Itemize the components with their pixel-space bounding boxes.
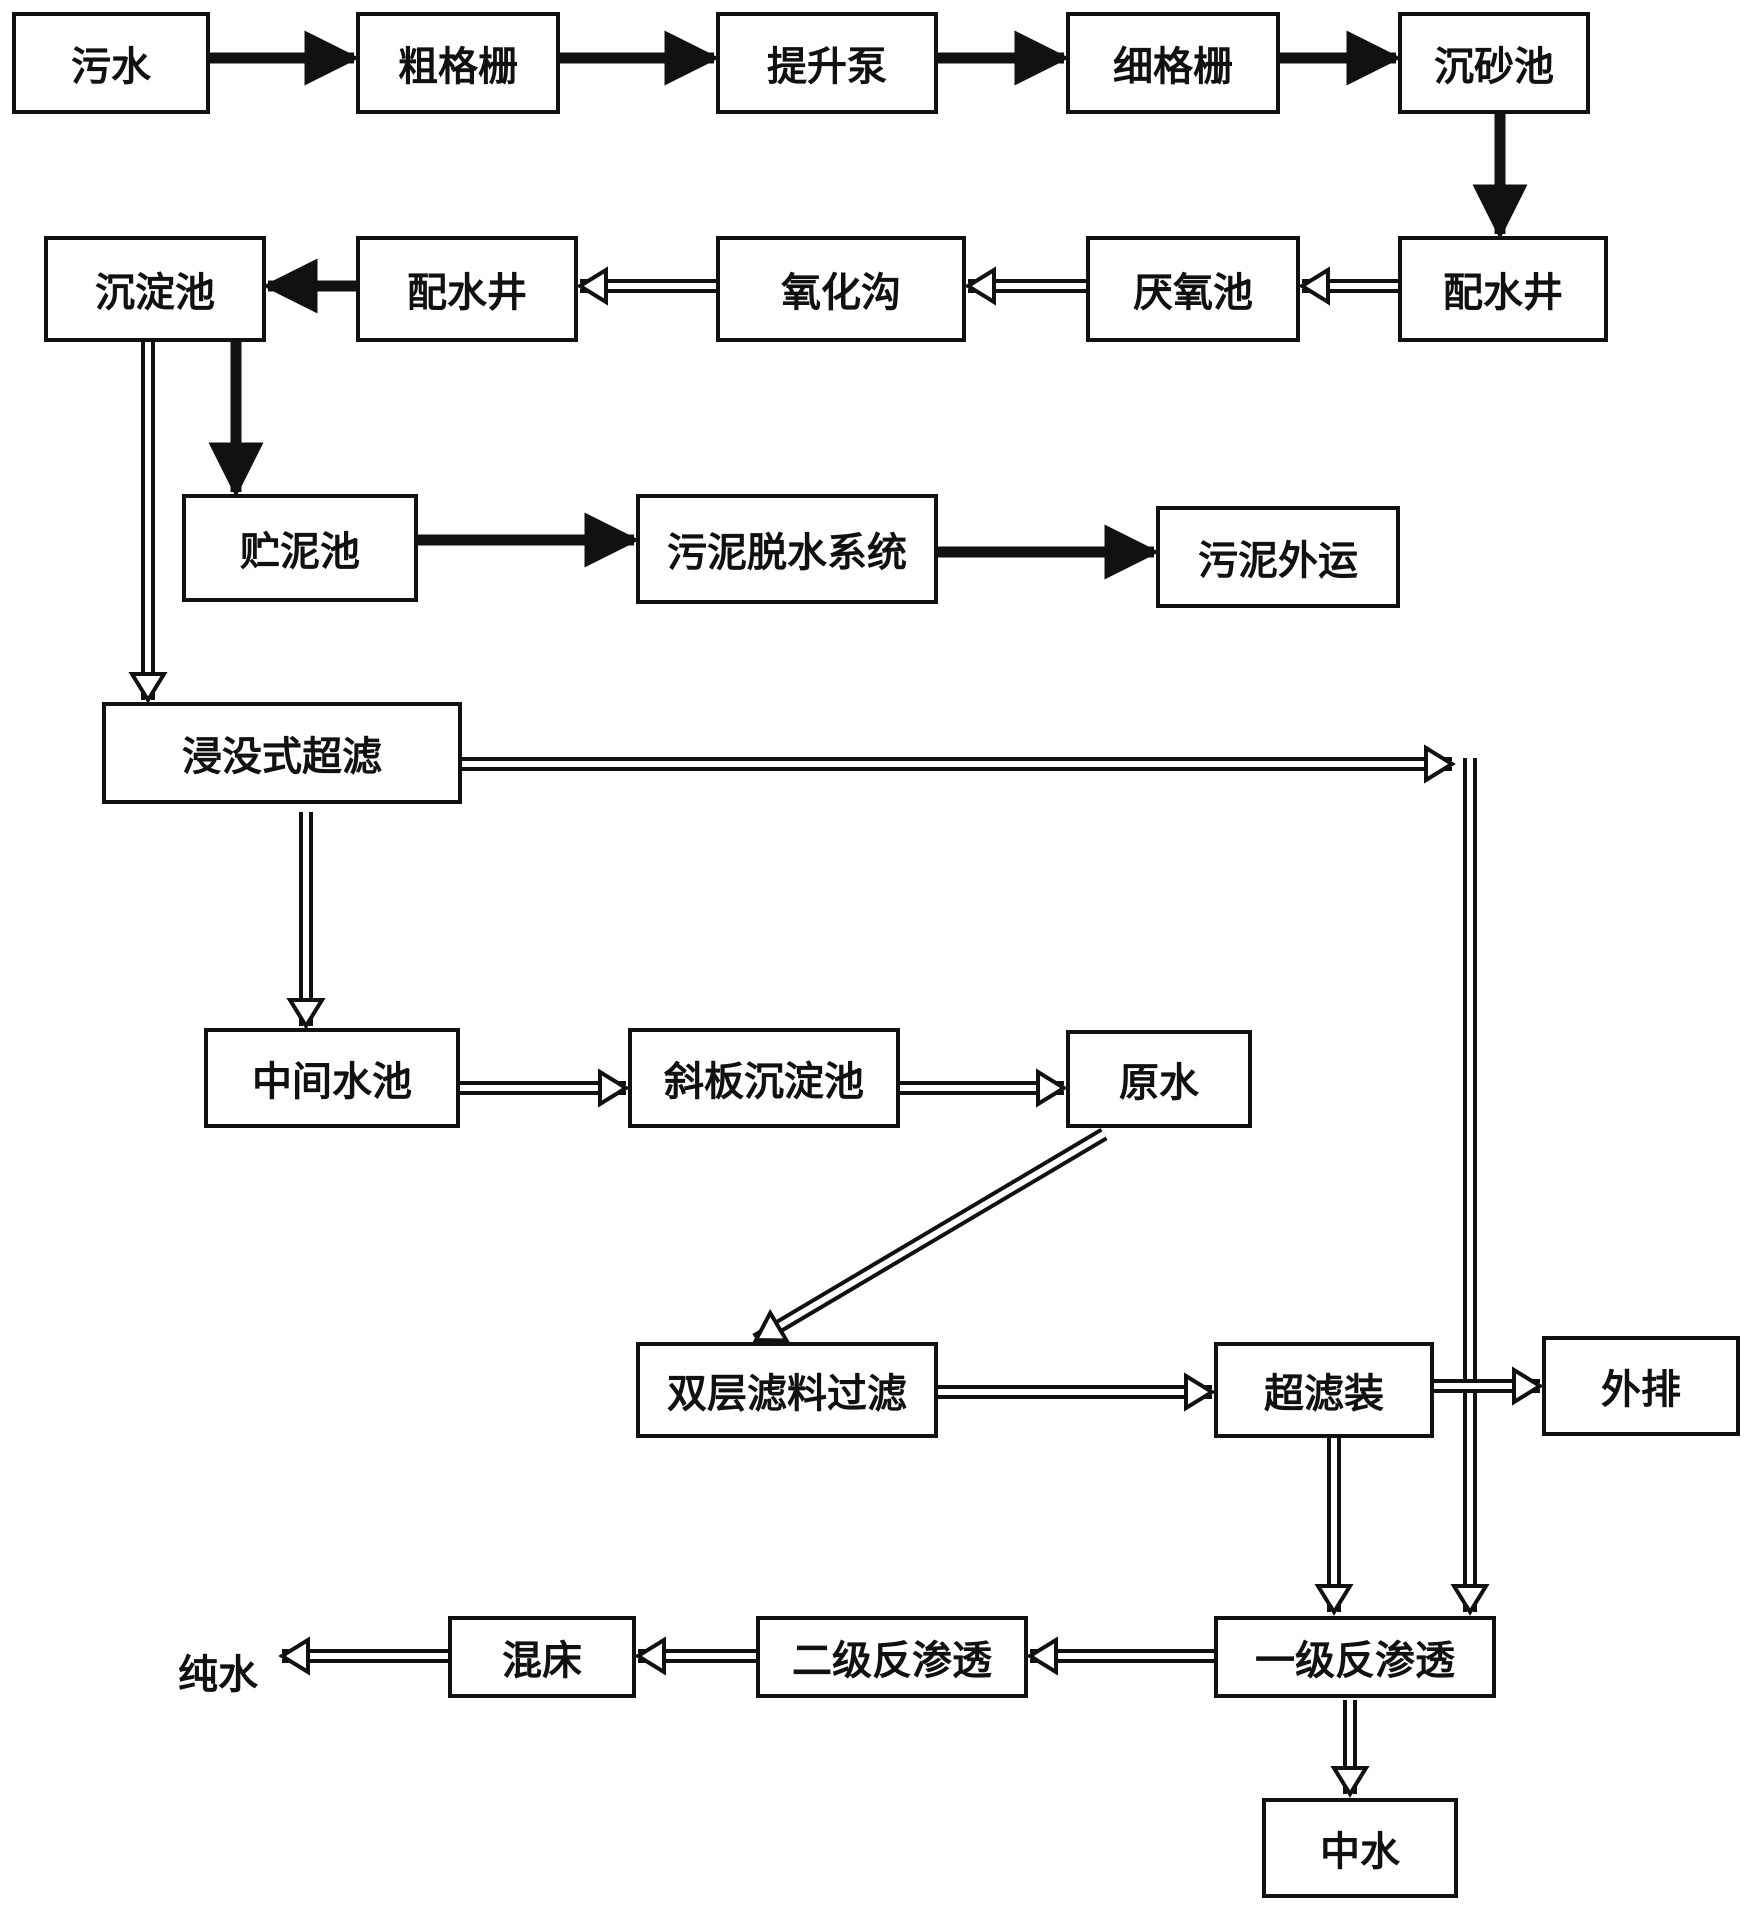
link-yiji-zhongshui: [1330, 1700, 1370, 1798]
node-erji-fanshentou: 二级反渗透: [756, 1616, 1028, 1698]
node-zhongshui: 中水: [1262, 1798, 1458, 1898]
link-chaolv-yiji: [1314, 1438, 1354, 1616]
node-wushui: 污水: [12, 12, 210, 114]
link-yanyang-yanghua: [964, 266, 1086, 306]
node-zhongjian-shuichi: 中间水池: [204, 1028, 460, 1128]
node-chaolv-zhuang: 超滤装: [1214, 1342, 1434, 1438]
link-chendian-jinmo: [128, 342, 168, 704]
node-wuni-tuoshui: 污泥脱水系统: [636, 494, 938, 604]
label-chunshui: 纯水: [178, 1652, 258, 1698]
link-xieban-yuanshui: [900, 1068, 1068, 1108]
link-zhongjian-xieban: [460, 1068, 630, 1108]
node-peishui-jing-1: 配水井: [1398, 236, 1608, 342]
link-shuangceng-chaolv: [938, 1372, 1216, 1412]
node-yanghua-gou: 氧化沟: [716, 236, 966, 342]
link-yanghua-peishui2: [576, 266, 716, 306]
node-yanyang-chi: 厌氧池: [1086, 236, 1300, 342]
node-yiji-fanshentou: 一级反渗透: [1214, 1616, 1496, 1698]
node-xieban-chendian: 斜板沉淀池: [628, 1028, 900, 1128]
node-cu-gezha: 粗格栅: [356, 12, 560, 114]
node-hunchuang: 混床: [448, 1616, 636, 1698]
node-peishui-jing-2: 配水井: [356, 236, 578, 342]
node-zhuni-chi: 贮泥池: [182, 494, 418, 602]
node-yuanshui: 原水: [1066, 1030, 1252, 1128]
link-hunchuang-chunshui: [278, 1636, 448, 1676]
node-chendian-chi: 沉淀池: [44, 236, 266, 342]
link-yiji-erji: [1026, 1636, 1214, 1676]
node-xi-gezha: 细格栅: [1066, 12, 1280, 114]
node-tisheng-beng: 提升泵: [716, 12, 938, 114]
link-chaolv-waipai: [1434, 1366, 1544, 1406]
link-peishui1-yanyang: [1298, 266, 1398, 306]
link-erji-hunchuang: [634, 1636, 756, 1676]
node-chensha-chi: 沉砂池: [1398, 12, 1590, 114]
link-yuanshui-shuangceng: [752, 1127, 1108, 1347]
node-wuni-waiyun: 污泥外运: [1156, 506, 1400, 608]
link-jinmo-zhongjian: [286, 812, 326, 1030]
node-shuangceng-lv: 双层滤料过滤: [636, 1342, 938, 1438]
link-bypass-down: [1450, 758, 1490, 1616]
link-jinmo-bypass: [462, 744, 1456, 784]
node-jinmo-chaolv: 浸没式超滤: [102, 702, 462, 804]
node-waipai: 外排: [1542, 1336, 1740, 1436]
